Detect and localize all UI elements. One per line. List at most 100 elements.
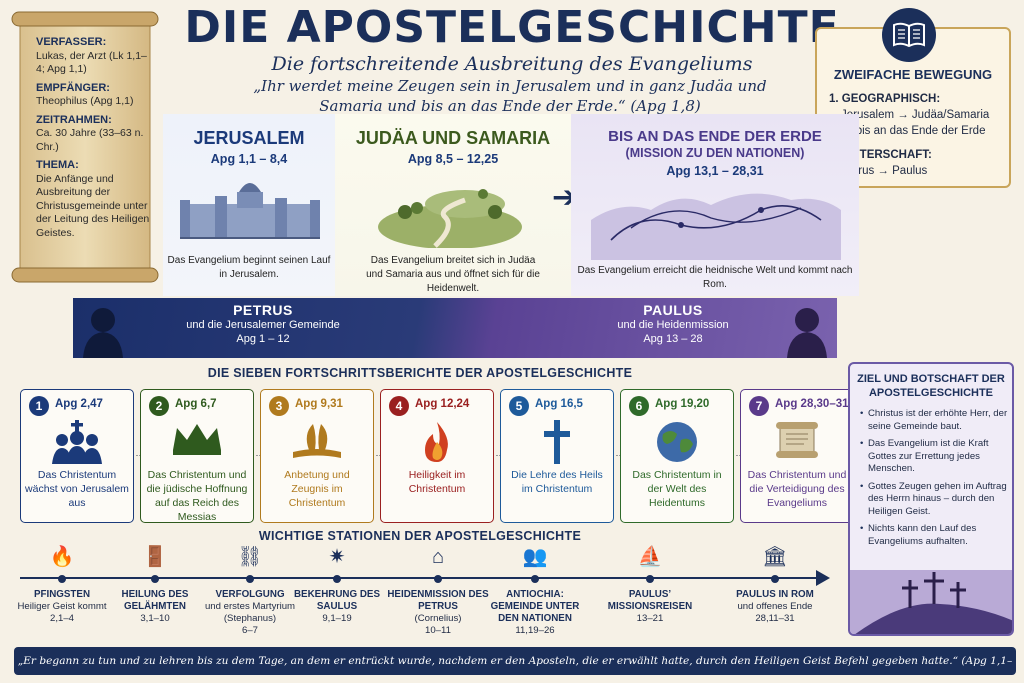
timeline-dot <box>58 575 66 583</box>
report-caption: Das Christentum und die Verteidigung des… <box>747 469 847 509</box>
landscape-hills-icon <box>378 189 522 248</box>
timeframe-value: Ca. 30 Jahre (33–63 n. Chr.) <box>36 127 144 153</box>
report-number: 1 <box>29 396 49 416</box>
phase-title: JUDÄA UND SAMARIA <box>355 128 551 148</box>
paulus-name: PAULUS <box>643 302 703 318</box>
stations-heading: WICHTIGE STATIONEN DER APOSTELGESCHICHTE <box>258 529 582 543</box>
phase-judea-samaria: JUDÄA UND SAMARIA Apg 8,5 – 12,25 Das Ev… <box>335 114 571 296</box>
phase-description: Das Evangelium beginnt seinen Lauf in Je… <box>167 255 331 280</box>
page-subtitle: Die fortschreitende Ausbreitung des Evan… <box>271 53 753 75</box>
goal-heading: ZIEL UND BOTSCHAFT DER APOSTELGESCHICHTE <box>857 373 1005 399</box>
light-burst-icon: ✷ <box>328 546 346 568</box>
phase-title: BIS AN DAS ENDE DER ERDE <box>608 128 822 145</box>
geo-line-2: → bis an das Ende der Erde <box>841 125 986 137</box>
report-caption: Das Christentum und die jüdische Hoffnun… <box>146 469 248 523</box>
report-ref: Apg 19,20 <box>655 398 710 410</box>
leadership-line: Petrus → Paulus <box>841 165 928 177</box>
report-caption: Das Christentum in der Welt des Heidentu… <box>632 469 722 509</box>
station-name: PFINGSTEN <box>33 589 91 600</box>
report-caption: Heiligkeit im Christentum <box>408 469 466 495</box>
chain-icon: ⛓ <box>237 546 263 568</box>
theme-value: Die Anfänge und Ausbreitung der Christus… <box>36 172 150 239</box>
station-ref: 13–21 <box>636 613 664 624</box>
report-caption: Die Lehre des Heils im Christentum <box>511 469 603 495</box>
book-facts: VERFASSER: Lukas, der Arzt (Lk 1,1–4; Ap… <box>36 36 154 240</box>
twofold-heading: ZWEIFACHE BEWEGUNG <box>833 67 993 82</box>
goal-item: Christus ist der erhöhte Herr, der seine… <box>860 408 1010 433</box>
timeline-dot <box>246 575 254 583</box>
parchment-scroll-icon <box>11 11 159 283</box>
phase-title: JERUSALEM <box>193 128 305 148</box>
station-desc: Heiliger Geist kommt <box>17 601 107 612</box>
timeline-dot <box>333 575 341 583</box>
reports-heading: DIE SIEBEN FORTSCHRITTSBERICHTE DER APOS… <box>207 366 633 380</box>
people-cross-icon <box>21 420 133 464</box>
phase-ref: Apg 1,1 – 8,4 <box>210 152 288 166</box>
timeline-dot <box>646 575 654 583</box>
report-ref: Apg 16,5 <box>535 398 583 410</box>
report-number: 2 <box>149 396 169 416</box>
phase-subtitle: (MISSION ZU DEN NATIONEN) <box>625 146 805 160</box>
report-ref: Apg 28,30–31 <box>775 398 849 410</box>
station-ref: 28,11–31 <box>755 613 795 624</box>
station-desc: und offenes Ende <box>737 601 813 612</box>
cross-icon <box>501 420 613 464</box>
station-name: ANTIOCHIA: GEMEINDE UNTER DEN NATIONEN <box>490 589 580 624</box>
recipient-value: Theophilus (Apg 1,1) <box>36 95 134 107</box>
petrus-sub: und die Jerusalemer Gemeinde <box>186 319 340 331</box>
paulus-silhouette-icon <box>787 308 827 358</box>
petrus-ref: Apg 1 – 12 <box>236 333 290 345</box>
phase-ref: Apg 13,1 – 28,31 <box>666 164 764 178</box>
jerusalem-city-icon <box>180 183 320 239</box>
geo-line-1: Jerusalem → Judäa/Samaria <box>841 109 990 121</box>
goal-message-box: ZIEL UND BOTSCHAFT DER APOSTELGESCHICHTE… <box>848 362 1014 636</box>
timeline-dot <box>771 575 779 583</box>
paulus-ref: Apg 13 – 28 <box>643 333 703 345</box>
flame-icon: 🔥 <box>49 546 75 568</box>
petrus-silhouette-icon <box>83 308 123 358</box>
open-book-icon <box>882 8 936 62</box>
geo-label: 1. GEOGRAPHISCH: <box>829 93 941 105</box>
goal-item: Nichts kann den Lauf des Evangeliums auf… <box>860 523 1010 548</box>
timeline-station: ⌂HEIDENMISSION DES PETRUS(Cornelius)10–1… <box>383 543 493 637</box>
flame-icon <box>381 420 493 464</box>
station-name: VERFOLGUNG <box>215 589 285 600</box>
station-name: HEILUNG DES GELÄHMTEN <box>121 589 189 612</box>
petrus-name: PETRUS <box>233 302 293 318</box>
report-caption: Das Christentum wächst von Jerusalem aus <box>25 469 129 509</box>
scroll-icon <box>741 420 853 464</box>
report-ref: Apg 12,24 <box>415 398 470 410</box>
phase-description: Das Evangelium erreicht die heidnische W… <box>577 265 853 290</box>
report-ref: Apg 9,31 <box>295 398 343 410</box>
ship-icon: ⛵ <box>637 546 663 568</box>
station-name: PAULUS’ MISSIONSREISEN <box>607 589 693 612</box>
station-ref: 6–7 <box>241 625 258 636</box>
petrus-block: PETRUS und die Jerusalemer Gemeinde Apg … <box>143 302 383 346</box>
report-ref: Apg 6,7 <box>175 398 217 410</box>
footer-quote: „Er begann zu tun und zu lehren bis zu d… <box>14 647 1016 675</box>
door-icon: 🚪 <box>142 546 168 568</box>
crown-icon <box>141 420 253 464</box>
temple-icon: 🏛 <box>762 546 788 568</box>
report-number: 6 <box>629 396 649 416</box>
report-ref: Apg 2,47 <box>55 398 103 410</box>
goal-item: Gottes Zeugen gehen im Auftrag des Herrn… <box>860 481 1010 519</box>
report-number: 3 <box>269 396 289 416</box>
timeline-dot <box>151 575 159 583</box>
leadership-band: PETRUS und die Jerusalemer Gemeinde Apg … <box>73 298 837 358</box>
station-ref: 11,19–26 <box>515 625 555 636</box>
recipient-label: EMPFÄNGER: <box>36 81 110 94</box>
mission-map-icon <box>591 193 841 260</box>
phase-ends-of-earth: BIS AN DAS ENDE DER ERDE (MISSION ZU DEN… <box>571 114 859 296</box>
author-label: VERFASSER: <box>36 36 107 48</box>
station-ref: 10–11 <box>425 625 451 636</box>
